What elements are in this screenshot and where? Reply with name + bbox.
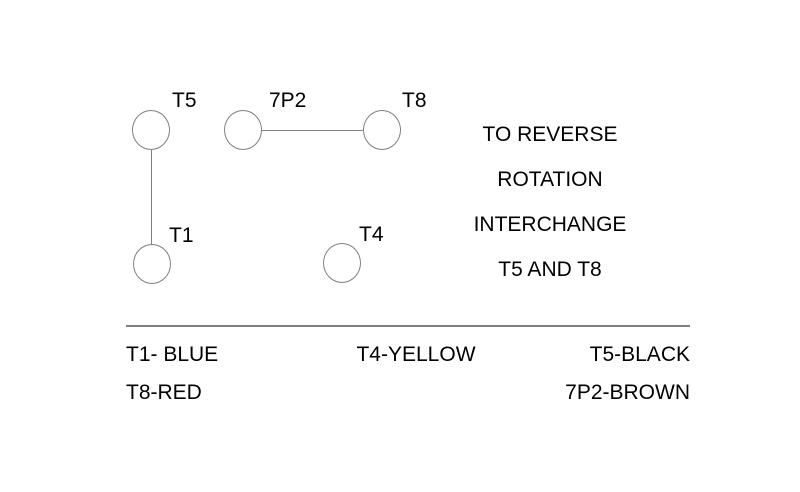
- instruction-line-4: T5 AND T8: [498, 258, 602, 281]
- terminal-node-7p2[interactable]: [224, 110, 262, 150]
- terminal-node-t8[interactable]: [363, 110, 401, 150]
- terminal-node-t4[interactable]: [323, 243, 361, 283]
- instruction-note: TO REVERSE ROTATION INTERCHANGE T5 AND T…: [420, 112, 680, 292]
- legend-item-t4-color: T4-YELLOW: [356, 343, 476, 366]
- terminal-node-t1[interactable]: [133, 244, 171, 284]
- terminal-label-7p2: 7P2: [269, 89, 307, 112]
- instruction-line-3: INTERCHANGE: [473, 213, 627, 236]
- legend-item-t8-color: T8-RED: [126, 381, 202, 404]
- legend-item-t1-color: T1- BLUE: [126, 343, 219, 366]
- wire-7p2-to-t8: [262, 130, 363, 131]
- legend-item-7p2-color: 7P2-BROWN: [565, 381, 690, 404]
- terminal-label-t5: T5: [172, 89, 197, 112]
- legend-row: T1- BLUE T4-YELLOW T5-BLACK: [126, 336, 690, 374]
- terminal-label-t1: T1: [169, 224, 194, 247]
- legend-row: T8-RED 7P2-BROWN: [126, 374, 690, 412]
- legend-item-t5-color: T5-BLACK: [589, 343, 690, 366]
- wire-t5-to-t1: [151, 150, 152, 244]
- terminal-node-t5[interactable]: [132, 110, 170, 150]
- terminal-label-t8: T8: [402, 89, 427, 112]
- instruction-line-2: ROTATION: [497, 168, 603, 191]
- wire-color-legend: T1- BLUE T4-YELLOW T5-BLACK T8-RED 7P2-B…: [126, 336, 690, 412]
- instruction-line-1: TO REVERSE: [482, 123, 618, 146]
- divider-rule: [126, 325, 690, 327]
- terminal-label-t4: T4: [359, 223, 384, 246]
